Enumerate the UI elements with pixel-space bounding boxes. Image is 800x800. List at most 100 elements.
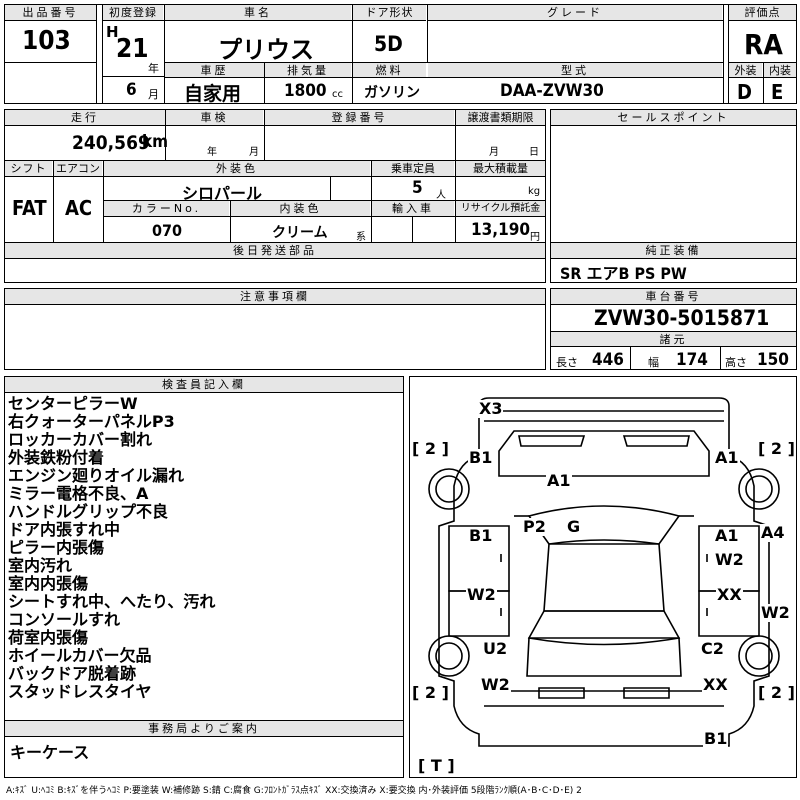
ext-color-value: シロパール — [182, 184, 263, 203]
score-label: 評価点 — [729, 5, 796, 20]
inspector-note: ミラー電格不良、A — [8, 484, 149, 503]
inspector-note: 荷室内張傷 — [8, 628, 89, 647]
capacity-value: 5 — [412, 178, 423, 198]
width-label: 幅 — [648, 356, 659, 369]
inspector-block — [4, 376, 404, 778]
first-reg-label: 初度登録 — [103, 5, 163, 20]
lot-label: 出品番号 — [5, 5, 96, 20]
inspector-label: 検査員記入欄 — [5, 377, 403, 392]
specs-label: 諸元 — [551, 332, 796, 347]
inspector-notes: センターピラーW 右クォーターパネルP3 ロッカーカバー割れ 外装鉄粉付着 エン… — [8, 395, 398, 701]
chassis-block — [550, 288, 797, 370]
inspection-month-unit: 月 — [249, 147, 259, 158]
inspector-note: 室内内張傷 — [8, 574, 89, 593]
lot-number: 103 — [22, 26, 71, 56]
color-no-value: 070 — [152, 221, 183, 240]
int-color-suffix: 系 — [356, 232, 366, 243]
height-label: 高さ — [725, 356, 747, 369]
history-label: 車歴 — [165, 63, 264, 78]
inspection-year-unit: 年 — [207, 147, 217, 158]
damage-mark: A1 — [546, 471, 572, 490]
damage-mark: P2 — [522, 517, 547, 536]
inspector-note: ハンドルグリップ不良 — [8, 502, 169, 521]
damage-mark: X3 — [478, 399, 504, 418]
damage-mark: G — [566, 517, 582, 536]
later-parts-label: 後日発送部品 — [5, 243, 545, 258]
displacement-value: 1800 — [284, 81, 327, 101]
inspector-note: エンジン廻りオイル漏れ — [8, 466, 185, 485]
notes-block — [4, 288, 546, 370]
inspector-note: シートすれ中、へたり、汚れ — [8, 592, 216, 611]
inspector-note: 室内汚れ — [8, 556, 73, 575]
damage-mark: A4 — [760, 523, 786, 542]
tire-mark-spare: [ T ] — [418, 756, 455, 775]
length-value: 446 — [592, 350, 624, 370]
interior-label: 内装 — [764, 63, 796, 78]
inspector-note: センターピラーW — [8, 394, 138, 413]
reg-month: 6 — [126, 80, 137, 100]
inspector-note: コンソールすれ — [8, 610, 121, 629]
sales-point-label: セールスポイント — [551, 110, 796, 125]
int-color-value: クリーム — [272, 225, 328, 241]
damage-mark: U2 — [482, 639, 509, 658]
transfer-month-unit: 月 — [489, 147, 499, 158]
inspector-note: ドア内張すれ中 — [8, 520, 121, 539]
max-load-unit: kg — [528, 186, 541, 197]
tire-mark-front-left: [ 2 ] — [412, 439, 449, 458]
damage-mark: A1 — [714, 526, 740, 545]
tire-mark-rear-right: [ 2 ] — [758, 683, 795, 702]
damage-mark: A1 — [714, 448, 740, 467]
office-label: 事務局よりご案内 — [5, 721, 403, 736]
car-diagram-block — [409, 376, 797, 778]
inspector-note: 外装鉄粉付着 — [8, 448, 105, 467]
import-label: 輸入車 — [372, 201, 454, 216]
chassis-value: ZVW30-5015871 — [594, 306, 770, 330]
mileage-label: 走行 — [5, 110, 165, 125]
recycle-label: リサイクル預託金 — [456, 201, 545, 216]
car-name: プリウス — [218, 36, 314, 64]
inspector-note: ロッカーカバー割れ — [8, 430, 153, 449]
damage-mark: W2 — [714, 550, 745, 569]
shift-value: FAT — [12, 196, 47, 220]
shift-label: シフト — [5, 161, 52, 176]
damage-mark: W2 — [466, 585, 497, 604]
details-block — [4, 109, 546, 283]
inspector-note: ピラー内張傷 — [8, 538, 105, 557]
aircon-label: エアコン — [54, 161, 102, 176]
recycle-unit: 円 — [530, 232, 540, 243]
model-value: DAA-ZVW30 — [500, 81, 604, 101]
year-unit: 年 — [148, 62, 159, 75]
recycle-value: 13,190 — [471, 220, 531, 240]
model-label: 型式 — [428, 63, 722, 78]
door-label: ドア形状 — [353, 5, 426, 20]
damage-mark: W2 — [760, 603, 791, 622]
capacity-unit: 人 — [436, 190, 446, 201]
registration-label: 登録番号 — [265, 110, 454, 125]
int-color-label: 内装色 — [231, 201, 370, 216]
damage-mark: XX — [716, 585, 743, 604]
legend: A:ｷｽﾞ U:ﾍｺﾐ B:ｷｽﾞを伴うﾍｺﾐ P:要塗装 W:補修跡 S:錆 … — [6, 786, 582, 796]
capacity-label: 乗車定員 — [372, 161, 454, 176]
damage-mark: B1 — [703, 729, 729, 748]
damage-mark: C2 — [700, 639, 725, 658]
mileage-value: 240,569 — [72, 132, 150, 154]
car-diagram — [428, 397, 780, 747]
office-value: キーケース — [10, 743, 90, 762]
grade-label: グレード — [428, 5, 722, 20]
max-load-label: 最大積載量 — [456, 161, 545, 176]
car-name-label: 車名 — [165, 5, 351, 20]
era: H — [106, 23, 119, 41]
tire-mark-rear-left: [ 2 ] — [412, 683, 449, 702]
aircon-value: AC — [65, 196, 93, 220]
displacement-unit: cc — [332, 89, 343, 100]
inspector-note: ホイールカバー欠品 — [8, 646, 152, 665]
equipment-value: SR エアB PS PW — [560, 264, 687, 283]
inspection-label: 車検 — [166, 110, 263, 125]
mileage-unit: km — [142, 132, 169, 152]
inspector-note: スタッドレスタイヤ — [8, 682, 152, 701]
door-value: 5D — [374, 32, 403, 56]
displacement-label: 排気量 — [265, 63, 351, 78]
sales-point-block — [550, 109, 797, 283]
damage-mark: XX — [702, 675, 729, 694]
